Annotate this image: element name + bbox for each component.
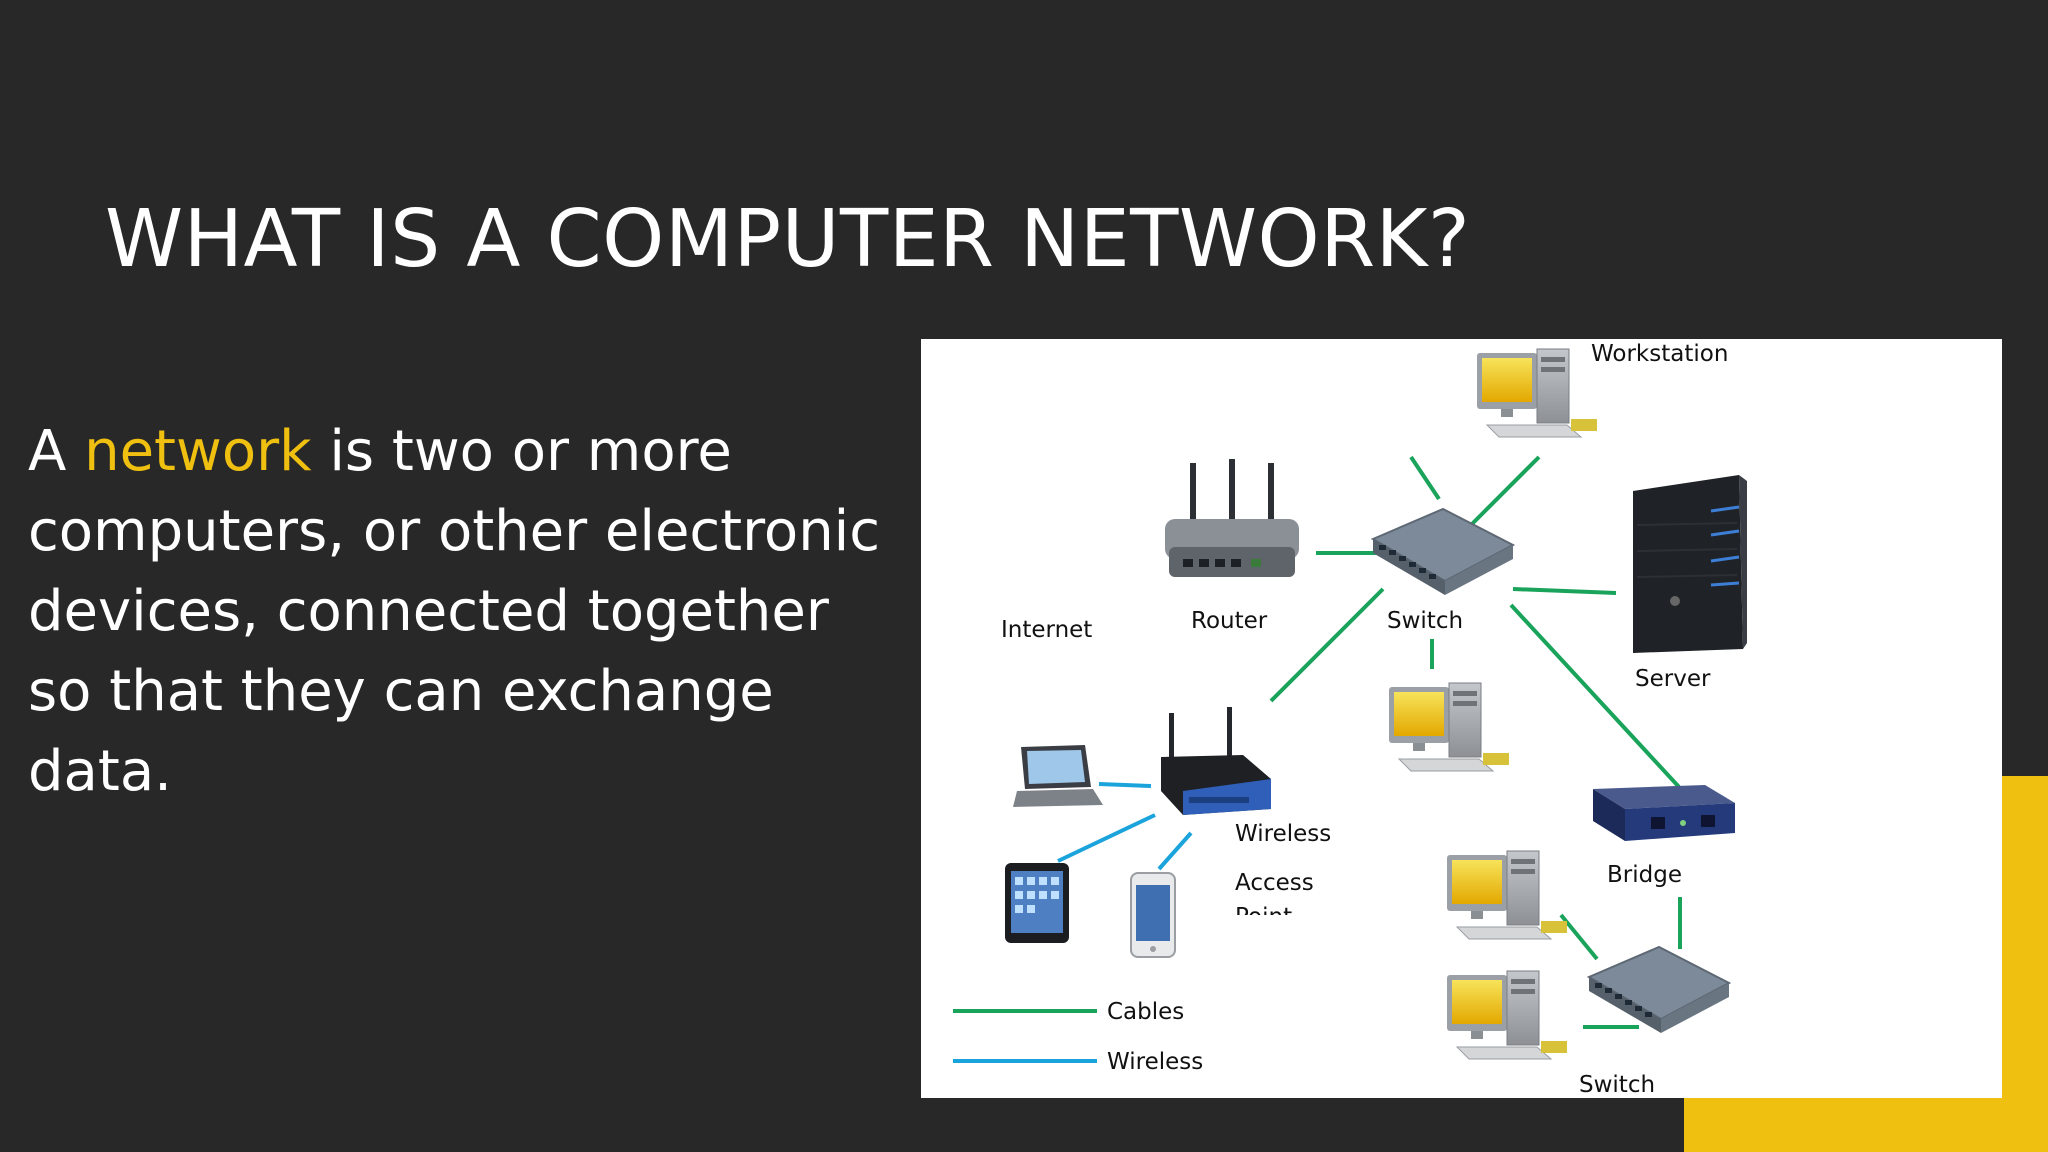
switch-icon	[1372, 508, 1514, 596]
label-access: Access	[1235, 870, 1314, 896]
slide-body-text: A network is two or more computers, or o…	[28, 412, 908, 812]
server-icon	[1633, 475, 1747, 653]
label-internet: Internet	[1001, 617, 1092, 643]
legend: Cables Wireless	[953, 999, 1203, 1075]
wireless-access-point-icon	[1161, 707, 1271, 815]
router-icon	[1165, 459, 1299, 577]
legend-cables: Cables	[1107, 999, 1184, 1025]
desktop-computer-icon	[1446, 850, 1568, 940]
body-prefix: A	[28, 419, 85, 484]
label-router: Router	[1191, 608, 1268, 634]
slide-title: WHAT IS A COMPUTER NETWORK?	[105, 193, 1471, 285]
label-switch-main: Switch	[1387, 608, 1463, 634]
tablet-icon	[1005, 863, 1069, 943]
smartphone-icon	[1130, 872, 1176, 958]
label-workstation: Workstation	[1591, 341, 1728, 367]
workstation-icon	[1476, 348, 1598, 438]
label-wireless: Wireless	[1235, 821, 1331, 847]
laptop-icon	[1013, 745, 1103, 807]
label-bridge: Bridge	[1607, 862, 1682, 888]
label-server: Server	[1635, 666, 1711, 692]
desktop-computer-icon	[1446, 970, 1568, 1060]
switch-icon	[1588, 946, 1730, 1034]
legend-wireless: Wireless	[1107, 1049, 1203, 1075]
bridge-icon	[1593, 785, 1735, 841]
network-diagram: Workstation Router Internet Switch	[921, 339, 2002, 1098]
wireless-links	[1057, 782, 1193, 871]
desktop-computer-icon	[1388, 682, 1510, 772]
label-switch-bottom: Switch	[1579, 1072, 1655, 1098]
body-rest: is two or more computers, or other elect…	[28, 419, 881, 804]
highlighted-term: network	[84, 419, 312, 484]
